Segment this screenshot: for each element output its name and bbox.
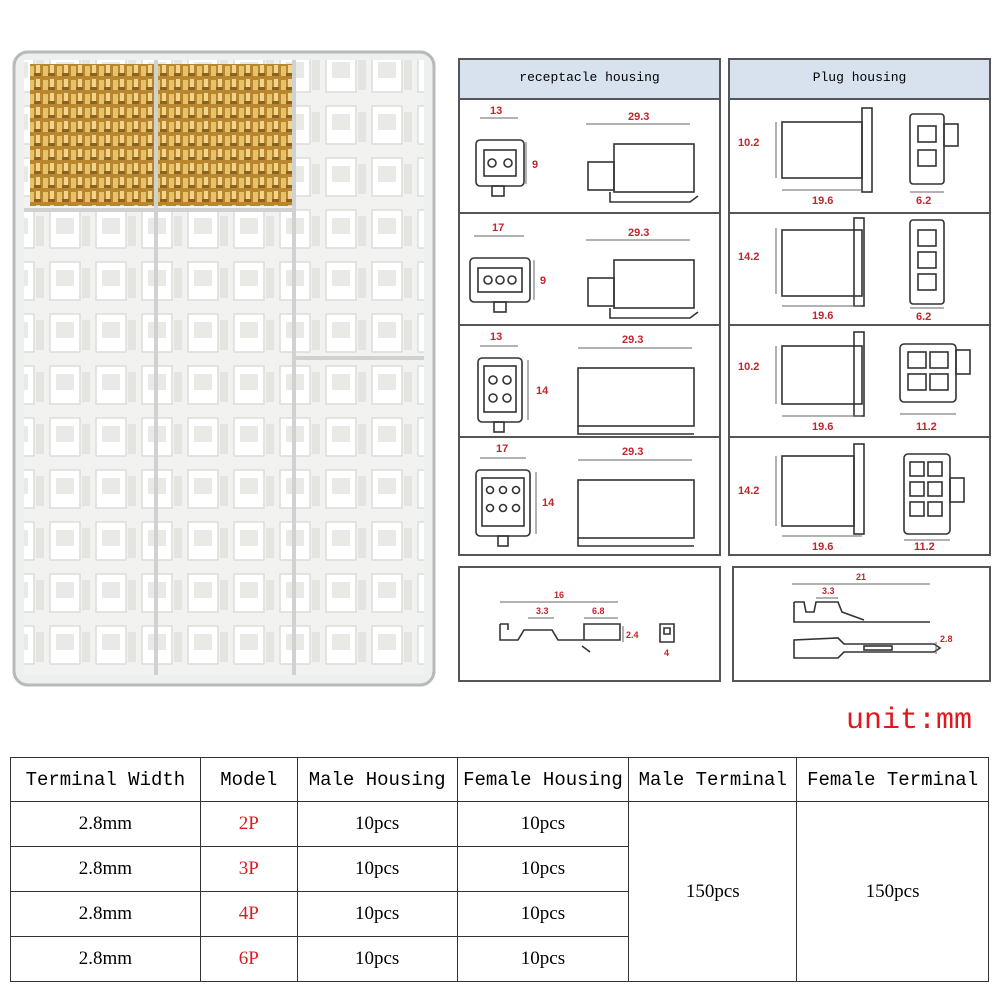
svg-text:16: 16 [554,590,564,600]
cell-width: 2.8mm [10,936,201,982]
cell-female-housing: 10pcs [456,846,630,892]
svg-text:29.3: 29.3 [622,334,643,346]
header-model: Model [199,757,298,802]
svg-text:14.2: 14.2 [738,485,759,497]
svg-text:19.6: 19.6 [812,310,833,322]
svg-text:9: 9 [532,159,538,171]
svg-text:4: 4 [664,648,669,658]
receptacle-row-6p: 17 14 29.3 [460,436,719,556]
table-row: 2.8mm 6P 10pcs 10pcs [10,936,989,982]
spec-table: Terminal Width Model Male Housing Female… [10,757,989,982]
cell-width: 2.8mm [10,846,201,892]
product-photo [12,50,436,687]
cell-female-housing: 10pcs [456,936,630,982]
cell-width: 2.8mm [10,801,201,847]
cell-male-terminal-qty: 150pcs [628,801,798,982]
svg-text:3.3: 3.3 [822,586,835,596]
plug-row-3p: 14.2 19.6 6.2 [730,212,989,326]
svg-text:29.3: 29.3 [622,446,643,458]
cell-female-terminal-qty: 150pcs [796,801,989,982]
cell-model: 4P [199,891,298,937]
receptacle-row-4p: 13 29.3 14 29.3 [460,324,719,438]
plug-row-4p: 10.2 19.6 11.2 [730,324,989,438]
cell-female-housing: 10pcs [456,891,630,937]
plug-row-6p: 14.2 19.6 11.2 [730,436,989,556]
svg-text:19.6: 19.6 [812,421,833,433]
plug-housing-title: Plug housing [730,60,989,100]
svg-text:19.6: 19.6 [812,541,833,553]
svg-text:13: 13 [490,105,502,117]
spec-table-header-row: Terminal Width Model Male Housing Female… [10,757,989,802]
svg-text:6.2: 6.2 [916,195,931,207]
svg-text:14.2: 14.2 [738,251,759,263]
svg-text:6.8: 6.8 [592,606,605,616]
header-female-housing: Female Housing [456,757,630,802]
svg-text:17: 17 [496,443,508,455]
cell-male-housing: 10pcs [296,846,458,892]
svg-text:2.8: 2.8 [940,634,953,644]
cell-male-housing: 10pcs [296,891,458,937]
svg-text:21: 21 [856,572,866,582]
cell-model: 3P [199,846,298,892]
table-row: 2.8mm 2P 10pcs 10pcs 150pcs 150pcs [10,801,989,982]
table-row: 2.8mm 3P 10pcs 10pcs [10,846,989,892]
svg-text:10.2: 10.2 [738,137,759,149]
header-male-terminal: Male Terminal [628,757,798,802]
cell-female-housing: 10pcs [456,801,630,847]
svg-text:29.3: 29.3 [628,227,649,239]
cell-width: 2.8mm [10,891,201,937]
header-male-housing: Male Housing [296,757,458,802]
svg-text:29.3: 29.3 [628,111,649,123]
brass-terminals-right [158,64,292,206]
receptacle-housing-title: receptacle housing [460,60,719,100]
cell-male-housing: 10pcs [296,936,458,982]
svg-text:10.2: 10.2 [738,361,759,373]
svg-text:11.2: 11.2 [916,421,937,433]
table-row: 2.8mm 4P 10pcs 10pcs [10,891,989,937]
receptacle-housing-panel: receptacle housing 13 9 29.3 17 [458,58,721,556]
cell-model: 2P [199,801,298,847]
plug-row-2p: 10.2 19.6 6.2 [730,98,989,212]
receptacle-row-3p: 17 9 29.3 [460,212,719,326]
brass-terminals-left [30,64,154,206]
receptacle-row-2p: 13 9 29.3 [460,98,719,212]
header-female-terminal: Female Terminal [796,757,989,802]
svg-text:14: 14 [536,385,549,397]
female-terminal-panel: 16 3.3 6.8 2.4 4 [458,566,721,682]
male-terminal-panel: 21 3.3 2.8 [732,566,991,682]
svg-text:3.3: 3.3 [536,606,549,616]
header-terminal-width: Terminal Width [10,757,201,802]
svg-text:13: 13 [490,331,502,343]
svg-text:11.2: 11.2 [914,541,935,553]
cell-model: 6P [199,936,298,982]
svg-text:14: 14 [542,497,555,509]
plug-housing-panel: Plug housing 10.2 19.6 6.2 14.2 19.6 [728,58,991,556]
unit-label: unit:mm [846,704,973,738]
svg-text:17: 17 [492,222,504,234]
svg-text:2.4: 2.4 [626,630,639,640]
cell-male-housing: 10pcs [296,801,458,847]
svg-text:9: 9 [540,275,546,287]
svg-text:19.6: 19.6 [812,195,833,207]
svg-text:6.2: 6.2 [916,311,931,323]
